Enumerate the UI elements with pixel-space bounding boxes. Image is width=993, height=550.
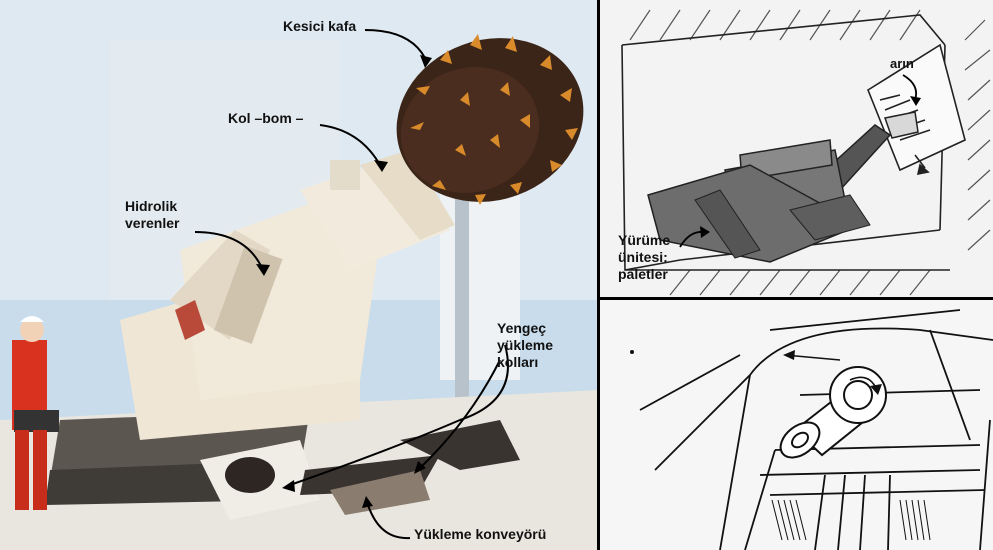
label-loading-conveyor: Yükleme konveyörü — [414, 526, 546, 543]
label-cutter-head: Kesici kafa — [283, 18, 356, 35]
cutter-detail-drawing — [600, 300, 993, 550]
roadheader-illustration — [0, 0, 600, 550]
tunnel-sketch: arın Yürüme ünitesi: paletler — [600, 0, 993, 300]
cutter-detail-sketch — [600, 300, 993, 550]
label-tracks: Yürüme ünitesi: paletler — [618, 232, 670, 283]
label-face: arın — [890, 55, 914, 72]
label-gathering-arms: Yengeç yükleme kolları — [497, 320, 553, 371]
label-boom: Kol –bom – — [228, 110, 303, 127]
label-hydraulic-jacks: Hidrolik verenler — [125, 198, 179, 232]
roadheader-photo: Kesici kafa Kol –bom – Hidrolik verenler… — [0, 0, 600, 550]
